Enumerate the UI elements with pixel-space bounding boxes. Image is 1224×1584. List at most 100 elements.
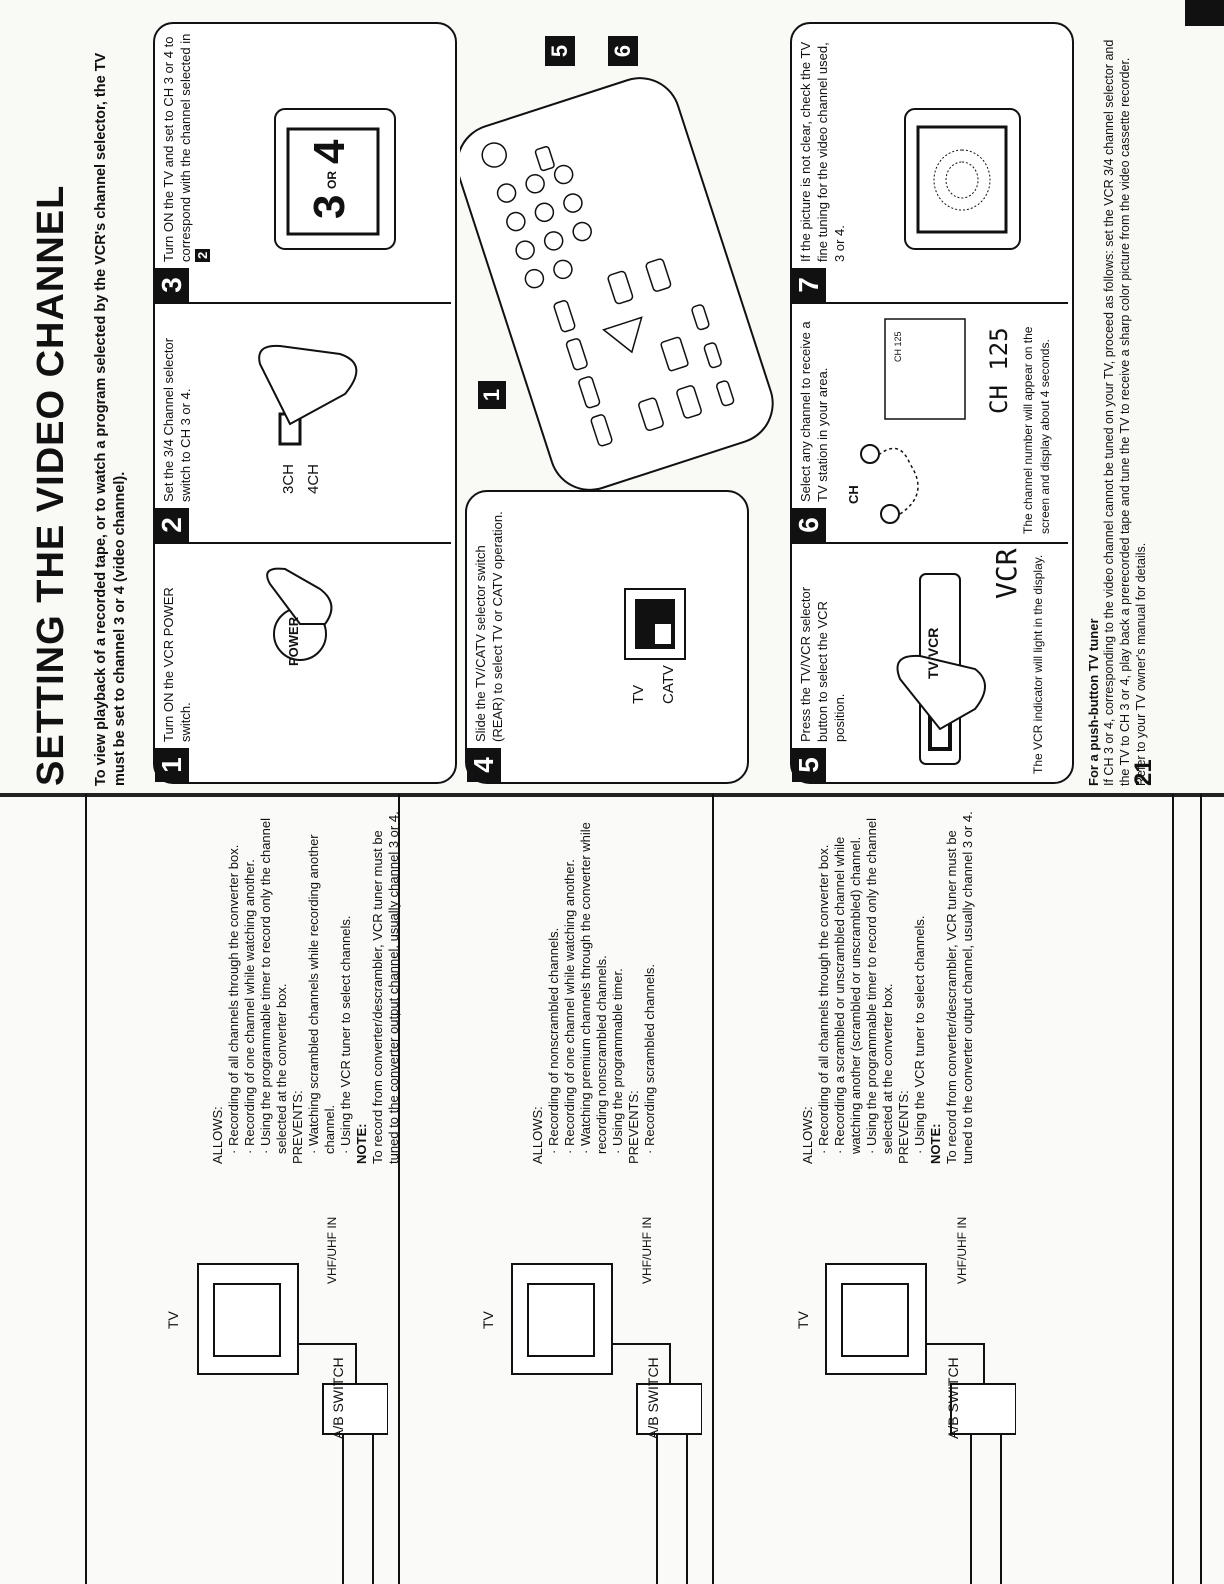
step-6-text: Select any channel to receive a TV stati… [798,321,830,502]
tv-catv-switch-icon[interactable] [615,574,695,664]
note-text: To record from converter/descrambler, VC… [370,811,401,1164]
tv-label: TV [795,1311,811,1329]
ab-switch-label: A/B SWITCH [330,1357,346,1439]
step-2-4ch-label: 4CH [305,463,322,494]
step-divider [792,302,1068,304]
prevents-item: Watching scrambled channels while record… [306,799,338,1154]
prevents-item: Using the VCR tuner to select channels. [912,799,928,1154]
vcr-channel-display: CH 125 [985,327,1013,414]
step-divider [155,542,451,544]
bottom-rule-2 [1172,794,1174,1584]
allows-item: Recording a scrambled or unscrambled cha… [832,799,864,1154]
vcr-indicator-display: VCR [990,548,1023,599]
step-4-box [465,490,749,784]
step-4-number: 4 [467,748,501,782]
page-gutter [0,793,1224,797]
step-1-text: Turn ON the VCR POWER switch. [161,587,193,742]
prevents-item: Recording scrambled channels. [642,799,658,1154]
panel-3-text: ALLOWS: Recording of all channels throug… [800,799,976,1164]
allows-item: Recording of one channel while watching … [242,799,258,1154]
step-3-number: 3 [155,268,189,302]
step-5-text: Press the TV/VCR selector button to sele… [798,586,847,742]
tv-screen-ch-readout: CH 125 [893,331,903,362]
tv-label: TV [480,1311,496,1329]
allows-item: Recording of nonscrambled channels. [546,799,562,1154]
remote-callout-6: 6 [608,36,638,66]
footer-title: For a push-button TV tuner [1086,618,1101,786]
step-2-3ch-label: 3CH [280,463,297,494]
panel-separator [712,794,714,1584]
step-6-number: 6 [792,508,826,542]
panel-1-text: ALLOWS: Recording of all channels throug… [210,799,402,1164]
note-label: NOTE: [928,1123,943,1164]
tv-fuzzy-picture-icon [904,108,1021,250]
step-3-ref: 2 [195,248,210,262]
vhf-uhf-label: VHF/UHF IN [325,1216,339,1284]
tv-screen-channel-4: 4 [305,139,354,164]
allows-label: ALLOWS: [210,1106,225,1164]
step-7-text: If the picture is not clear, check the T… [798,41,847,262]
ch-up-button [860,444,880,464]
hand-press-icon [266,567,333,661]
step-1-number: 1 [155,748,189,782]
note-text: To record from converter/descrambler, VC… [944,811,975,1164]
prevents-item: Using the VCR tuner to select channels. [338,799,354,1154]
allows-item: Recording of all channels through the co… [816,799,832,1154]
step-2-number: 2 [155,508,189,542]
tv-label: TV [165,1311,181,1329]
panel-2-text: ALLOWS: Recording of nonscrambled channe… [530,799,658,1164]
page-number: 21 [1130,759,1157,786]
tv-vcr-button-label: TV/VCR [925,627,941,679]
allows-item: Recording of one channel while watching … [562,799,578,1154]
note-label: NOTE: [354,1123,369,1164]
tv-screen-channel-3: 3 [305,194,354,219]
remote-power-button [481,142,507,168]
step-4-tv-label: TV [630,684,647,704]
step-2-text: Set the 3/4 Channel selector switch to C… [161,337,193,502]
allows-item: Using the programmable timer to record o… [258,799,290,1154]
step-5-number: 5 [792,748,826,782]
selector-switch-icon[interactable] [250,314,390,454]
footer-text: If CH 3 or 4, corresponding to the video… [1102,39,1148,786]
prevents-label: PREVENTS: [896,1090,911,1164]
channel-buttons-icon[interactable] [840,424,930,534]
tv-screen-or: OR [325,171,339,189]
ch-down-button [880,504,900,524]
vhf-uhf-label: VHF/UHF IN [955,1216,969,1284]
step-divider [155,302,451,304]
intro-text: To view playback of a recorded tape, or … [93,52,128,786]
remote-callout-1: 1 [478,381,506,409]
panel-2-diagram [511,1263,702,1584]
panel-3-diagram [825,1263,1016,1584]
ab-switch-label: A/B SWITCH [945,1357,961,1439]
allows-label: ALLOWS: [530,1106,545,1164]
step-5-note: The VCR indicator will light in the disp… [1031,554,1045,774]
allows-item: Using the programmable timer. [610,799,626,1154]
prevents-label: PREVENTS: [626,1090,641,1164]
allows-label: ALLOWS: [800,1106,815,1164]
page-title: SETTING THE VIDEO CHANNEL [30,184,72,786]
vhf-uhf-label: VHF/UHF IN [640,1216,654,1284]
panel-1-diagram [197,1263,388,1584]
tv-vcr-button-icon[interactable] [880,554,1000,774]
ch-label: CH [846,485,861,504]
allows-item: Recording of all channels through the co… [226,799,242,1154]
step-3-text: Turn ON the TV and set to CH 3 or 4 to c… [160,32,211,262]
step-1-power-label: POWER [286,616,301,666]
ab-switch-label: A/B SWITCH [645,1357,661,1439]
step-4-catv-label: CATV [660,665,677,704]
bottom-rule [1200,794,1202,1584]
step-4-text: Slide the TV/CATV selector switch (REAR)… [473,511,505,742]
page-tab-marker [1185,0,1224,26]
step-6-note: The channel number will appear on the sc… [1021,326,1052,534]
allows-item: Watching premium channels through the co… [578,799,610,1154]
tv-screen-icon [274,108,396,250]
tv-screen-small-icon [884,318,966,420]
panel-separator [85,794,87,1584]
allows-item: Using the programmable timer to record o… [864,799,896,1154]
step-3-text-main: Turn ON the TV and set to CH 3 or 4 to c… [161,33,193,262]
remote-control [460,77,774,491]
step-divider [792,542,1068,544]
remote-callout-5: 5 [545,36,575,66]
